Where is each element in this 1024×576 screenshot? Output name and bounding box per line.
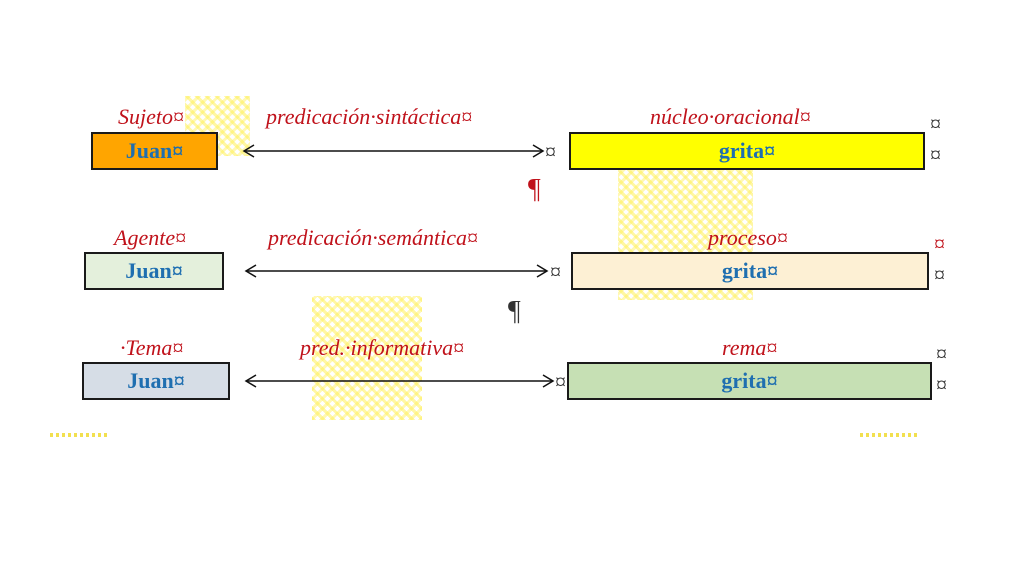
row3-side-mark-top: ¤: [936, 341, 947, 366]
row3-left-label: ·Tema¤: [120, 335, 184, 360]
row1-arrow-end-mark: ¤: [545, 139, 556, 164]
row1-left-box: Juan¤: [91, 132, 218, 170]
pilcrow-2: ¶: [508, 296, 521, 327]
row2-right-label: proceso¤: [708, 225, 788, 250]
row1-right-box: grita¤: [569, 132, 925, 170]
row2-mid-label: predicación·semántica¤: [268, 225, 478, 250]
row3-right-label: rema¤: [722, 335, 778, 360]
row2-side-mark-top: ¤: [934, 231, 945, 256]
row3-mid-label: pred.·informativa¤: [300, 335, 465, 360]
row1-right-label: núcleo·oracional¤: [650, 104, 811, 129]
row3-right-box: grita¤: [567, 362, 932, 400]
row3-arrow-end-mark: ¤: [555, 369, 566, 394]
row2-side-mark-bottom: ¤: [934, 262, 945, 287]
highlight-hatch: [312, 296, 422, 420]
highlight-dots: [860, 433, 920, 437]
row2-left-label: Agente¤: [114, 225, 187, 250]
highlight-dots: [50, 433, 110, 437]
row1-side-mark-bottom: ¤: [930, 142, 941, 167]
row1-left-label: Sujeto¤: [118, 104, 184, 129]
row1-side-mark-top: ¤: [930, 111, 941, 136]
row2-right-box: grita¤: [571, 252, 929, 290]
pilcrow-1: ¶: [528, 174, 541, 205]
row2-left-box: Juan¤: [84, 252, 224, 290]
row1-mid-label: predicación·sintáctica¤: [266, 104, 473, 129]
row3-side-mark-bottom: ¤: [936, 372, 947, 397]
row3-left-box: Juan¤: [82, 362, 230, 400]
row2-arrow-end-mark: ¤: [550, 259, 561, 284]
